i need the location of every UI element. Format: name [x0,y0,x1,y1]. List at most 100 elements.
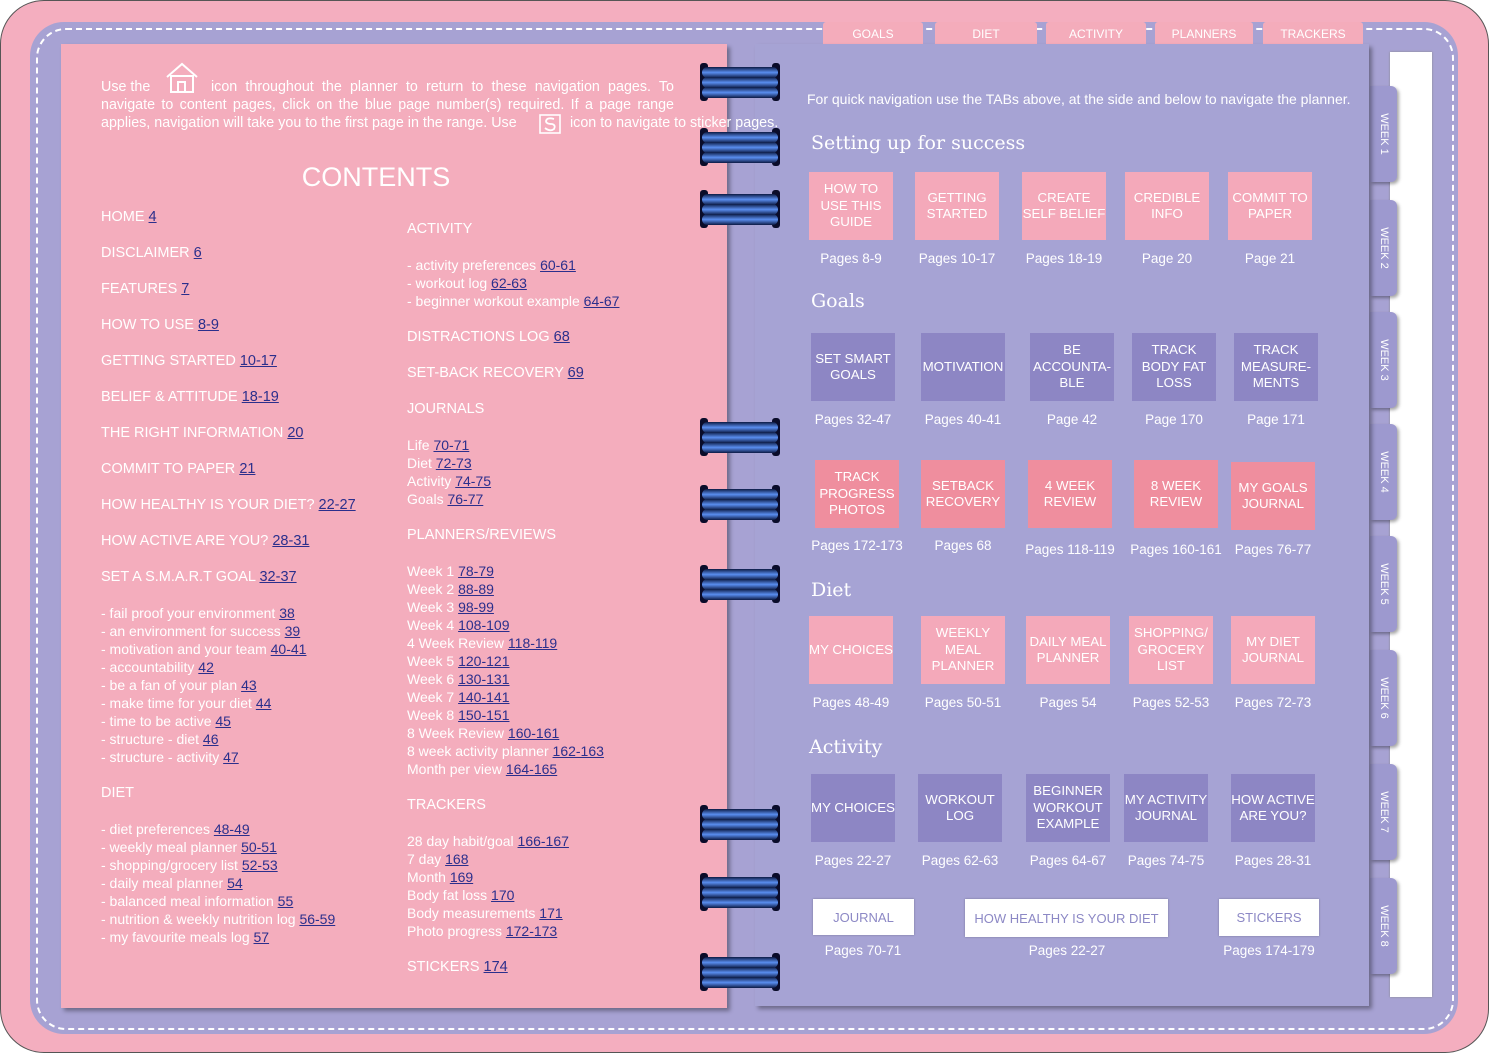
top-tab-diet[interactable]: DIET [935,22,1037,46]
page-link[interactable]: 88-89 [458,581,494,597]
page-link[interactable]: 40-41 [270,641,307,657]
nav-tile[interactable]: SETBACK RECOVERY [921,460,1005,528]
page-link[interactable]: 69 [567,365,584,381]
page-link[interactable]: 46 [202,731,219,747]
nav-tile[interactable]: 8 WEEK REVIEW [1134,460,1218,528]
page-link[interactable]: 20 [287,425,304,441]
bottom-nav-button[interactable]: HOW HEALTHY IS YOUR DIET [965,899,1168,937]
nav-tile[interactable]: BE ACCOUNTA-BLE [1030,333,1114,401]
page-link[interactable]: 57 [253,929,270,945]
side-tab-week-5[interactable]: WEEK 5 [1370,536,1397,632]
page-link[interactable]: 160-161 [507,725,560,741]
home-icon[interactable] [164,60,200,94]
page-link[interactable]: 64-67 [583,293,620,309]
page-link[interactable]: 56-59 [299,911,336,927]
page-link[interactable]: 45 [215,713,231,729]
page-link[interactable]: 108-109 [458,617,510,633]
nav-tile[interactable]: MY DIET JOURNAL [1231,616,1315,684]
page-link[interactable]: 39 [284,623,301,639]
page-link[interactable]: 140-141 [458,689,510,705]
top-tab-planners[interactable]: PLANNERS [1155,22,1253,46]
page-link[interactable]: 48-49 [213,821,250,837]
nav-tile[interactable]: MY CHOICES [809,616,893,684]
nav-tile[interactable]: TRACK MEASURE-MENTS [1234,333,1318,401]
page-link[interactable]: 170 [491,887,515,903]
page-link[interactable]: 10-17 [239,353,277,369]
page-link[interactable]: 70-71 [433,437,470,453]
nav-tile[interactable]: BEGINNER WORKOUT EXAMPLE [1026,774,1110,842]
page-link[interactable]: 42 [198,659,214,675]
side-tab-week-3[interactable]: WEEK 3 [1370,312,1397,408]
nav-tile[interactable]: MY CHOICES [811,774,895,842]
page-link[interactable]: 164-165 [505,761,558,777]
top-tab-trackers[interactable]: TRACKERS [1263,22,1363,46]
page-link[interactable]: 166-167 [517,833,569,849]
page-link[interactable]: 76-77 [447,491,484,507]
page-link[interactable]: 6 [193,245,202,261]
nav-tile[interactable]: GETTING STARTED [915,172,999,240]
page-link[interactable]: 8-9 [197,317,219,333]
page-link[interactable]: 118-119 [507,635,558,651]
side-tab-week-2[interactable]: WEEK 2 [1370,200,1397,296]
nav-tile[interactable]: WEEKLY MEAL PLANNER [921,616,1005,684]
page-link[interactable]: 4 [148,209,157,225]
page-link[interactable]: 52-53 [241,857,278,873]
side-tab-week-8[interactable]: WEEK 8 [1370,878,1397,974]
bottom-nav-button[interactable]: STICKERS [1219,899,1319,936]
nav-tile[interactable]: CREDIBLE INFO [1125,172,1209,240]
page-link[interactable]: 32-37 [259,569,297,585]
page-link[interactable]: 171 [539,905,563,921]
page-link[interactable]: 50-51 [241,839,277,855]
nav-tile[interactable]: HOW TO USE THIS GUIDE [809,172,893,240]
page-link[interactable]: 28-31 [272,533,310,549]
page-link[interactable]: 169 [449,869,474,885]
top-tab-goals[interactable]: GOALS [823,22,923,46]
page-link[interactable]: 98-99 [458,599,494,615]
nav-tile[interactable]: MOTIVATION [921,333,1005,401]
page-link[interactable]: 47 [223,749,239,765]
side-tab-week-7[interactable]: WEEK 7 [1370,764,1397,860]
page-link[interactable]: 130-131 [458,671,510,687]
page-link[interactable]: 72-73 [435,455,472,471]
nav-tile[interactable]: TRACK PROGRESS PHOTOS [815,460,899,528]
nav-tile[interactable]: 4 WEEK REVIEW [1028,460,1112,528]
page-link[interactable]: 172-173 [505,923,558,939]
nav-tile[interactable]: HOW ACTIVE ARE YOU? [1231,774,1315,842]
page-link[interactable]: 44 [255,695,272,711]
page-link[interactable]: 54 [227,875,243,891]
nav-tile[interactable]: MY ACTIVITY JOURNAL [1124,774,1208,842]
nav-tile[interactable]: MY GOALS JOURNAL [1231,462,1315,530]
nav-tile[interactable]: SET SMART GOALS [811,333,895,401]
nav-tile[interactable]: DAILY MEAL PLANNER [1026,616,1110,684]
page-link[interactable]: 78-79 [458,563,494,579]
page-link[interactable]: 22-27 [318,497,356,513]
side-tab-week-6[interactable]: WEEK 6 [1370,650,1397,746]
page-link[interactable]: 21 [239,461,256,477]
nav-tile[interactable]: COMMIT TO PAPER [1228,172,1312,240]
side-tab-label: WEEK 6 [1377,677,1390,719]
page-link[interactable]: 74-75 [455,473,492,489]
page-link[interactable]: 150-151 [458,707,510,723]
bottom-nav-button[interactable]: JOURNAL [813,899,914,935]
nav-tile[interactable]: SHOPPING/ GROCERY LIST [1129,616,1213,684]
page-link[interactable]: 60-61 [540,257,576,273]
page-link[interactable]: 168 [445,851,469,867]
page-link[interactable]: 55 [277,893,294,909]
page-link[interactable]: 7 [181,281,190,297]
page-link[interactable]: 120-121 [458,653,510,669]
side-tab-week-4[interactable]: WEEK 4 [1370,424,1397,520]
nav-tile[interactable]: TRACK BODY FAT LOSS [1132,333,1216,401]
side-tab-week-1[interactable]: WEEK 1 [1370,86,1397,182]
page-link[interactable]: 162-163 [552,743,604,759]
nav-tile[interactable]: CREATE SELF BELIEF [1022,172,1106,240]
page-link[interactable]: 174 [483,959,508,975]
contents-entry: DIET [101,785,134,801]
nav-tile[interactable]: WORKOUT LOG [918,774,1002,842]
page-link[interactable]: 18-19 [241,389,279,405]
top-tab-activity[interactable]: ACTIVITY [1046,22,1146,46]
sticker-icon[interactable] [538,113,562,135]
page-link[interactable]: 68 [553,329,570,345]
page-link[interactable]: 38 [279,605,295,621]
page-link[interactable]: 62-63 [491,275,527,291]
page-link[interactable]: 43 [241,677,257,693]
